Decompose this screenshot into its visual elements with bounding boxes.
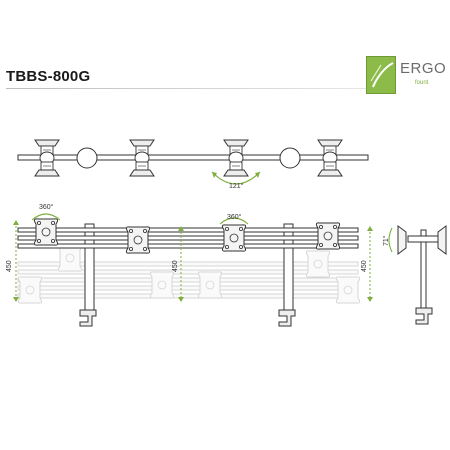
crossbar-3 — [17, 243, 359, 249]
vesa-mount-4 — [315, 222, 341, 250]
title-divider — [6, 88, 366, 89]
page-title: TBBS-800G — [6, 68, 91, 85]
vesa-mount-3 — [221, 224, 247, 252]
height-dimension-left: 450 — [6, 220, 19, 302]
vesa-mount-2 — [125, 226, 151, 254]
top-view-post-right — [279, 147, 301, 169]
ghost-mount-5 — [305, 250, 331, 278]
tilt-arrow-right — [255, 172, 260, 178]
rotation-label-left: 360° — [39, 203, 54, 211]
crossbar-1 — [17, 227, 359, 233]
ghost-position — [17, 244, 361, 304]
ghost-mount-6 — [335, 276, 361, 304]
ghost-mount-2 — [17, 276, 43, 304]
height-dimension-mid: 450 — [172, 226, 184, 302]
clamp-right — [278, 309, 296, 327]
tilt-side-arc — [388, 227, 393, 253]
top-view-post-left — [76, 147, 98, 169]
tilt-side-label: 71° — [382, 235, 390, 246]
rotation-label-right: 360° — [227, 213, 242, 221]
side-view: 71° 450 — [361, 225, 447, 325]
side-arm — [407, 235, 441, 243]
brand-logo: ERGO fount — [366, 56, 446, 96]
height-label-left: 450 — [6, 260, 13, 272]
height-label-side: 450 — [361, 260, 368, 272]
top-view-crossbar — [17, 154, 369, 161]
ghost-mount-4 — [197, 271, 223, 299]
ghost-mount-1 — [57, 244, 83, 272]
logo-brand-text: ERGO — [400, 60, 447, 77]
clamp-left — [79, 309, 97, 327]
front-view: 360° 360° 450 450 — [6, 203, 361, 327]
side-clamp — [415, 307, 433, 325]
ghost-mount-3 — [149, 271, 175, 299]
crossbar-2 — [17, 235, 359, 241]
tilt-arrow-left — [212, 172, 217, 178]
rotation-arc-left — [31, 213, 61, 221]
vesa-mount-1 — [33, 218, 59, 246]
height-label-mid: 450 — [172, 260, 179, 272]
tilt-angle-arc — [211, 171, 261, 185]
logo-mark — [366, 56, 396, 94]
side-head-left — [397, 225, 407, 255]
side-head-right — [437, 225, 447, 255]
logo-sub-text: fount — [415, 80, 429, 86]
rotation-arc-right — [219, 217, 249, 225]
tilt-angle-label: 121° — [229, 182, 244, 190]
top-view: 121° — [17, 139, 369, 190]
height-dimension-side: 450 — [361, 226, 373, 302]
